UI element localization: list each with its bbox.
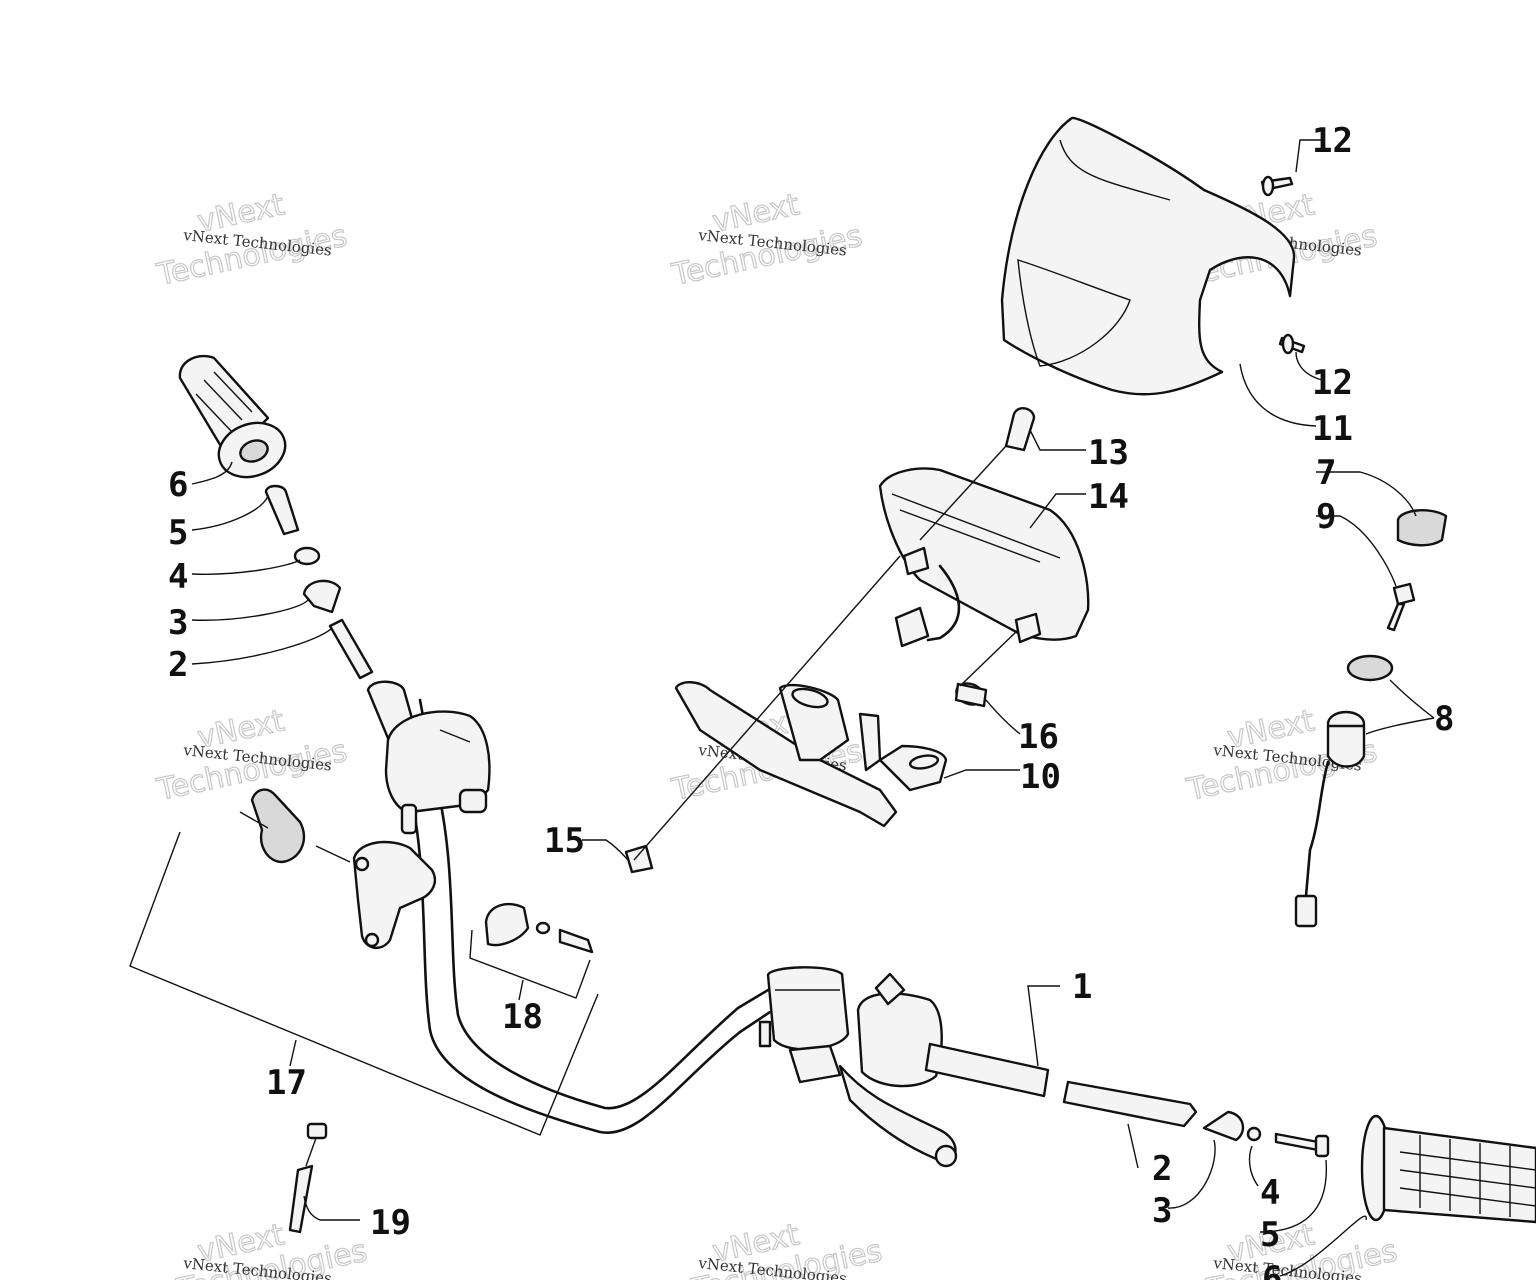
key-9 — [1386, 582, 1416, 632]
ignition-switch-8 — [1294, 710, 1366, 928]
callout-11: 11 — [1312, 409, 1353, 449]
watermark-top-center: vNext Technologies vNext Technologies — [668, 187, 866, 294]
callout-9: 9 — [1316, 497, 1336, 537]
callout-15: 15 — [544, 821, 585, 861]
clamp-18 — [484, 902, 594, 954]
bezel-8 — [1346, 654, 1394, 682]
callout-4-right: 4 — [1260, 1173, 1280, 1213]
callout-2-left: 2 — [168, 645, 188, 685]
callout-5-right: 5 — [1260, 1215, 1280, 1255]
callout-3-right: 3 — [1152, 1191, 1172, 1231]
callout-5-left: 5 — [168, 513, 188, 553]
grip-tube-right — [1062, 1080, 1198, 1128]
instrument-pod-14 — [878, 467, 1090, 644]
callout-17: 17 — [266, 1063, 307, 1103]
watermark-bottom-center: vNext Technologies vNext Technologies — [688, 1217, 886, 1280]
callout-12-top: 12 — [1312, 121, 1353, 161]
callout-7: 7 — [1316, 453, 1336, 493]
callout-6-left: 6 — [168, 465, 188, 505]
callout-14: 14 — [1088, 477, 1129, 517]
rivet-12-bottom — [1278, 333, 1306, 355]
grip-tube-left — [328, 618, 374, 680]
watermark-mid-left: vNext Technologies vNext Technologies — [153, 703, 351, 809]
bracket-18 — [469, 929, 591, 999]
watermark-bottom-left: vNext Technologies vNext Technologies — [173, 1217, 371, 1280]
callout-8: 8 — [1434, 699, 1454, 739]
callout-13: 13 — [1088, 433, 1129, 473]
bolt-right — [1274, 1132, 1330, 1158]
left-switch-housing — [384, 710, 491, 835]
bar-end-cap-right — [1202, 1110, 1245, 1142]
watermark-top-left: vNext Technologies vNext Technologies — [153, 187, 351, 294]
callout-6-right: 6 — [1262, 1259, 1282, 1280]
callout-18: 18 — [502, 997, 543, 1037]
callout-19: 19 — [370, 1203, 411, 1243]
washer-right — [1246, 1126, 1262, 1142]
callout-labels: 1 2 2 3 3 4 4 5 5 6 6 7 8 9 10 11 12 12 … — [168, 121, 1454, 1280]
right-switch-housing — [856, 972, 943, 1088]
callout-1: 1 — [1072, 967, 1092, 1007]
bracket-10 — [674, 681, 948, 828]
leader-lines — [191, 139, 1435, 1277]
grip-left — [178, 354, 287, 479]
callout-16: 16 — [1018, 717, 1059, 757]
bolt-left — [264, 484, 300, 536]
rivet-12-top — [1260, 175, 1294, 197]
grip-right — [1360, 1114, 1536, 1224]
callout-4-left: 4 — [168, 557, 188, 597]
callout-2-right: 2 — [1152, 1149, 1172, 1189]
right-handlebar-end — [924, 1042, 1050, 1098]
washer-left — [293, 546, 321, 566]
callout-12-bottom: 12 — [1312, 363, 1353, 403]
throttle-assembly — [239, 788, 437, 949]
key-cap-7 — [1396, 509, 1448, 547]
connector-pod — [894, 606, 930, 648]
screw-13 — [1004, 407, 1036, 452]
nut-15 — [624, 844, 654, 874]
bracket-17 — [129, 831, 599, 1136]
pod-cover-11 — [1000, 116, 1296, 396]
bulb-19 — [288, 1122, 328, 1234]
watermark-bottom-right: vNext Technologies vNext Technologies — [1203, 1217, 1401, 1280]
callout-10: 10 — [1020, 757, 1061, 797]
master-cylinder — [758, 966, 958, 1168]
bar-end-cap-left — [302, 579, 342, 614]
callout-3-left: 3 — [168, 603, 188, 643]
grommet-16 — [954, 682, 988, 708]
